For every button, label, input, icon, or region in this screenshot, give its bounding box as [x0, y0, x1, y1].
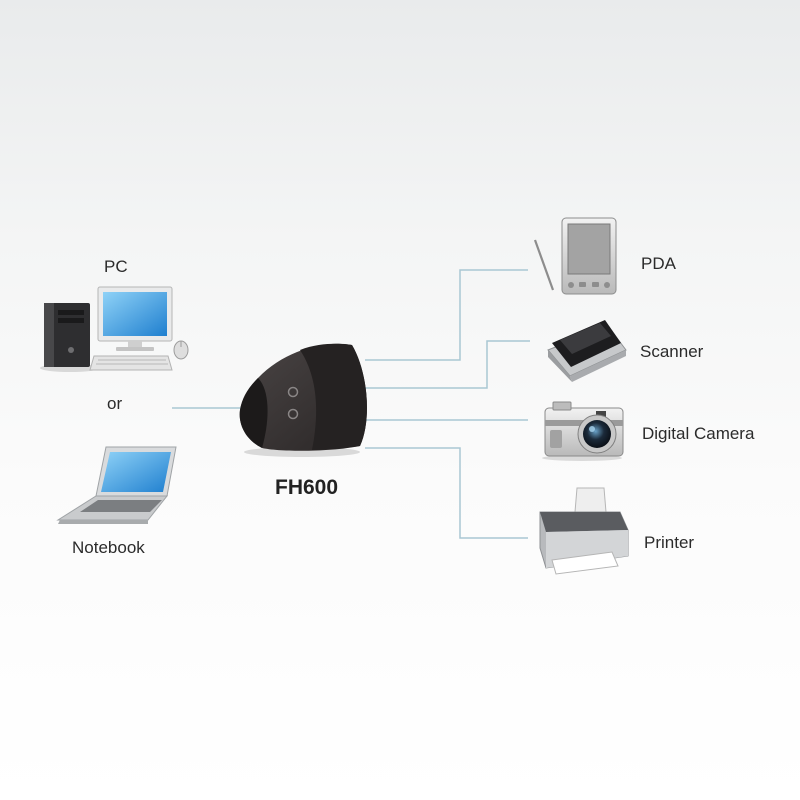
monitor-icon — [97, 286, 173, 351]
digital-camera-icon — [542, 401, 624, 461]
pc-label: PC — [104, 257, 128, 276]
mouse-icon — [173, 340, 189, 360]
device-label-camera: Digital Camera — [642, 424, 755, 443]
device-label-pda: PDA — [641, 254, 677, 273]
connector-lines — [172, 269, 530, 539]
scanner-icon — [547, 320, 627, 382]
keyboard-icon — [89, 355, 173, 371]
pc-group — [40, 286, 189, 372]
notebook-icon — [56, 446, 177, 524]
pc-tower-icon — [40, 303, 100, 372]
device-label-scanner: Scanner — [640, 342, 704, 361]
hub-port-1 — [287, 386, 299, 398]
device-label-printer: Printer — [644, 533, 694, 552]
notebook-label: Notebook — [72, 538, 145, 557]
or-label: or — [107, 394, 122, 413]
printer-icon — [539, 487, 629, 575]
fh600-hub-icon — [239, 343, 367, 457]
connector-scanner — [365, 340, 530, 389]
connector-pda — [365, 269, 528, 361]
pda-icon — [533, 217, 617, 295]
hub-port-2 — [287, 408, 299, 420]
hub-label: FH600 — [275, 476, 338, 499]
connector-printer — [365, 447, 528, 539]
